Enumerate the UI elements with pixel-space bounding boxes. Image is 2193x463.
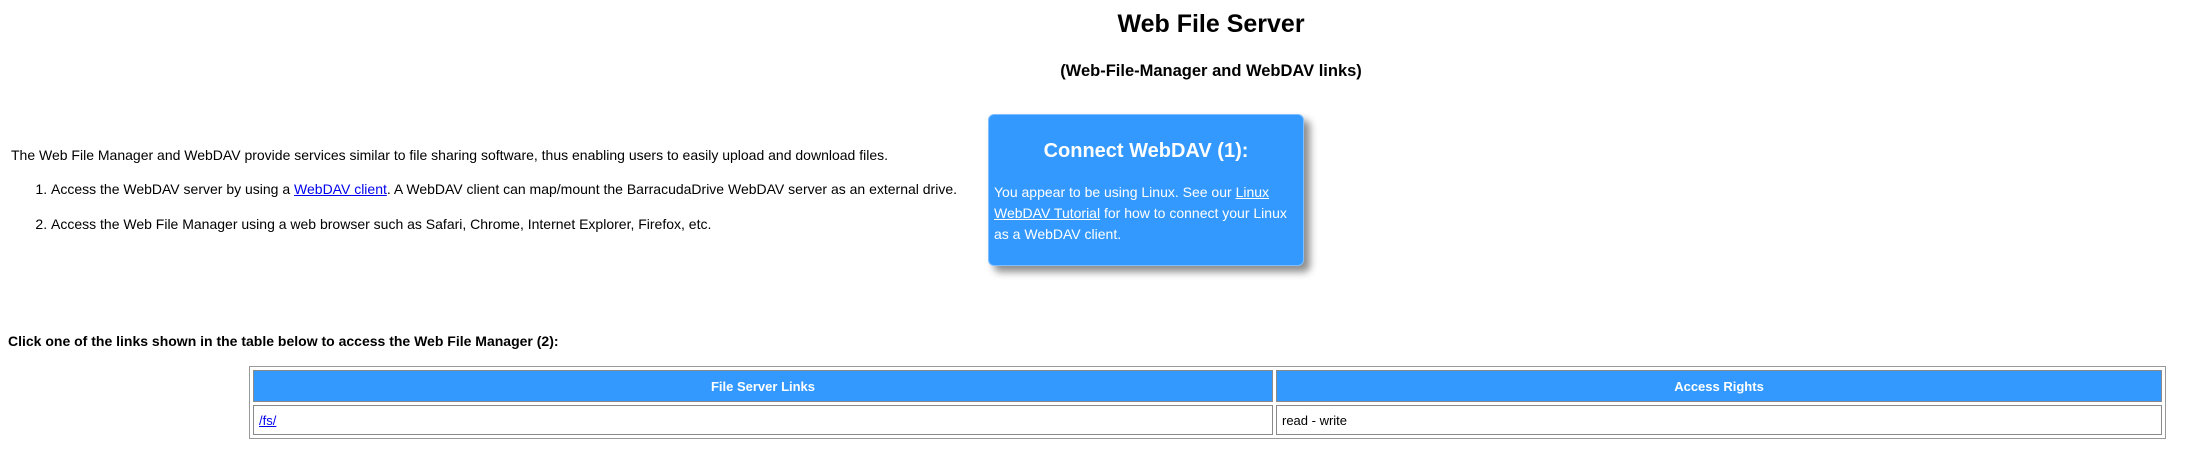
linux-webdav-tutorial-link[interactable]: Linux WebDAV Tutorial [994, 184, 1270, 221]
fs-link[interactable]: /fs/ [259, 412, 277, 428]
step-web-file-manager: Access the Web File Manager using a web … [51, 215, 957, 233]
instructions-text: Click one of the links shown in the tabl… [8, 333, 559, 349]
table-header-row: File Server Links Access Rights [253, 370, 2162, 402]
step-webdav-before: Access the WebDAV server by using a [51, 181, 295, 197]
file-server-table: File Server Links Access Rights /fs/ rea… [249, 366, 2166, 439]
connect-webdav-text-before: You appear to be using Linux. See our [994, 184, 1236, 200]
step-webdav: Access the WebDAV server by using a WebD… [51, 180, 957, 198]
steps-list: Access the WebDAV server by using a WebD… [28, 180, 957, 250]
connect-webdav-text-after: for how to connect your Linux as a WebDA… [994, 205, 1287, 242]
intro-text: The Web File Manager and WebDAV provide … [11, 147, 889, 163]
page-subtitle: (Web-File-Manager and WebDAV links) [1060, 62, 1362, 80]
step-webdav-after: . A WebDAV client can map/mount the Barr… [386, 181, 958, 197]
page-title: Web File Server [1117, 10, 1305, 38]
connect-webdav-heading: Connect WebDAV (1): [1043, 140, 1249, 162]
cell-link: /fs/ [253, 405, 1273, 435]
cell-access-rights: read - write [1276, 405, 2162, 435]
connect-webdav-text: You appear to be using Linux. See our Li… [994, 182, 1295, 245]
table-row: /fs/ read - write [253, 405, 2162, 435]
webdav-client-link[interactable]: WebDAV client [294, 181, 387, 197]
header-file-server-links: File Server Links [253, 370, 1273, 402]
header-access-rights: Access Rights [1276, 370, 2162, 402]
connect-webdav-box: Connect WebDAV (1): You appear to be usi… [988, 114, 1304, 266]
